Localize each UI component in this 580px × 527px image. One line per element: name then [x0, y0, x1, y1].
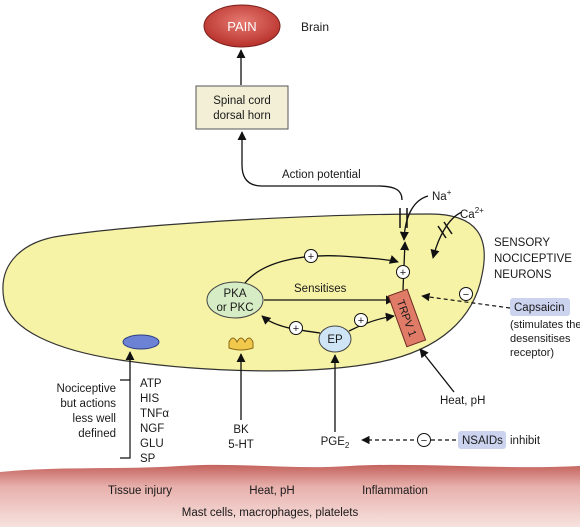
minus-sign-nsaids: −	[421, 435, 427, 447]
neuron-label-line1: SENSORY	[494, 237, 550, 249]
pge2-label: PGE2	[321, 436, 350, 450]
plus-circle-trpv1	[396, 265, 410, 279]
heat-ph-arrow	[419, 348, 455, 393]
brain-label: Brain	[301, 20, 329, 34]
nociceptive-note-line3: less well	[73, 413, 116, 425]
sensitises-label: Sensitises	[294, 283, 347, 295]
mediator-atp: ATP	[140, 378, 162, 390]
tissue-inflammation-label: Inflammation	[362, 485, 428, 497]
heat-ph-receptor-label: Heat, pH	[440, 395, 485, 407]
ep-to-trpv1-arrow	[348, 312, 395, 332]
ca-channel-bar-left	[437, 225, 447, 239]
mediator-bracket	[120, 379, 131, 459]
nsaids-highlight	[458, 431, 506, 449]
action-potential-arrow	[237, 131, 403, 201]
pka-label-line1: PKA	[223, 288, 246, 300]
mediator-ngf: NGF	[140, 423, 164, 435]
ep-receptor	[318, 325, 352, 353]
na-label: Na+	[432, 188, 452, 203]
nociceptive-receptor	[122, 334, 160, 350]
nsaids-inhibit-label: inhibit	[510, 435, 541, 447]
plus-sign-trpv1: +	[400, 267, 406, 279]
mediator-tnfa: TNFα	[140, 408, 169, 420]
action-potential-label: Action potential	[282, 169, 361, 181]
ca-channel-bar-right	[443, 221, 453, 235]
mediator-sp: SP	[140, 453, 156, 465]
tissue-cells-label: Mast cells, macrophages, platelets	[182, 507, 359, 519]
ep-to-pka-arrow	[261, 315, 321, 334]
plus-sign-top: +	[308, 251, 314, 263]
tissue-injury-label: Tissue injury	[108, 485, 172, 497]
minus-sign-capsaicin: −	[463, 289, 469, 301]
pka-pkc-ellipse	[206, 281, 264, 319]
plus-sign-ep-trpv1: +	[358, 315, 364, 327]
minus-circle-capsaicin	[459, 287, 473, 301]
capsaicin-label: Capsaicin	[514, 302, 565, 314]
nociceptive-note-line1: Nociceptive	[57, 383, 116, 395]
capsaicin-inhibit-line	[421, 292, 511, 309]
ep-label: EP	[327, 334, 343, 346]
capsaicin-line3: desensitises	[510, 333, 571, 345]
ca-arrow	[430, 211, 463, 259]
spinal-cord-line1: Spinal cord	[213, 95, 271, 107]
pain-ellipse	[203, 4, 281, 48]
plus-sign-ep-pka: +	[293, 323, 299, 335]
capsaicin-line4: receptor)	[510, 347, 554, 359]
capsaicin-line2: (stimulates then	[510, 319, 580, 331]
bk-receptor	[228, 337, 254, 351]
nociceptive-note-line2: but actions	[60, 398, 116, 410]
nsaids-label: NSAIDs	[462, 435, 503, 447]
plus-circle-ep-pka	[289, 321, 303, 335]
pain-label: PAIN	[227, 19, 256, 34]
pka-label-line2: or PKC	[216, 302, 253, 314]
mediator-his: HIS	[140, 393, 160, 405]
spinal-cord-box	[195, 85, 289, 130]
ca-label: Ca2+	[460, 206, 484, 221]
na-arrow	[399, 195, 429, 241]
pka-to-channel-arrow	[244, 255, 399, 284]
tissue-band	[0, 464, 580, 527]
plus-circle-ep-trpv1	[354, 313, 368, 327]
capsaicin-highlight	[510, 298, 570, 316]
plus-circle-top	[304, 249, 318, 263]
bk-label-line1: BK	[233, 424, 249, 436]
minus-circle-nsaids	[417, 433, 431, 447]
mediator-glu: GLU	[140, 438, 164, 450]
tissue-heat-label: Heat, pH	[249, 485, 294, 497]
nociceptive-note-line4: defined	[78, 428, 116, 440]
neuron-label-line3: NEURONS	[494, 269, 552, 281]
bk-label-line2: 5-HT	[228, 439, 254, 451]
neuron-label-line2: NOCICEPTIVE	[494, 253, 572, 265]
spinal-cord-line2: dorsal horn	[213, 110, 271, 122]
